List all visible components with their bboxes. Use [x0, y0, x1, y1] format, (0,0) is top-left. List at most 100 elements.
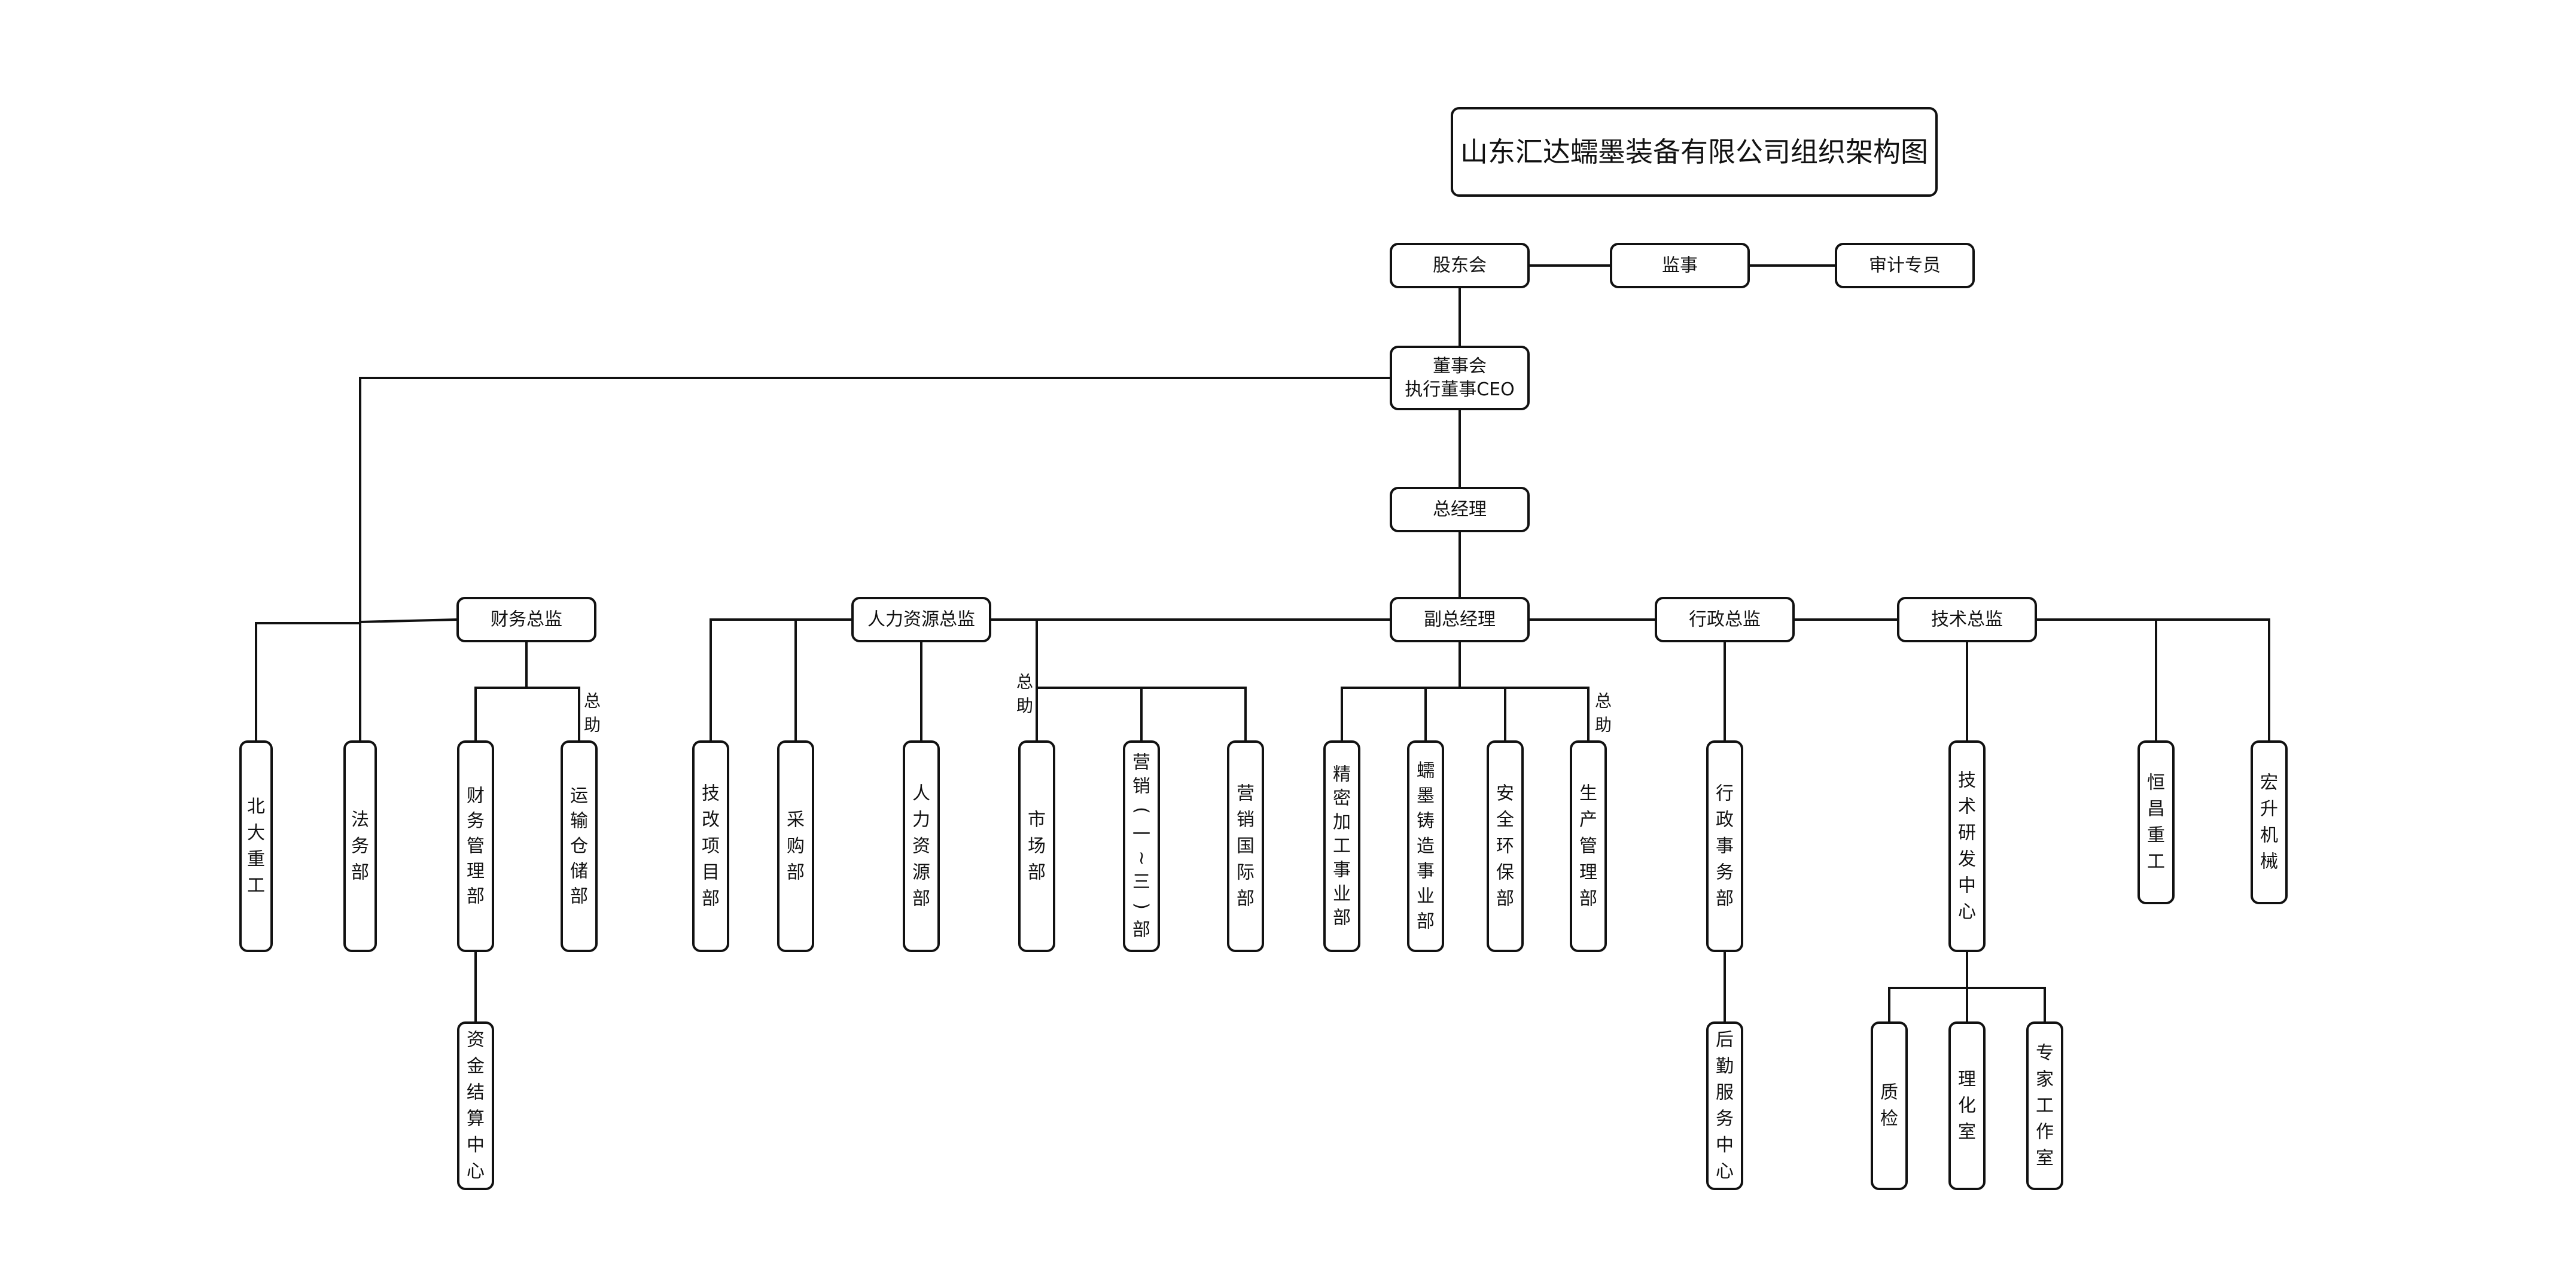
node-label: 审计专员	[1869, 255, 1941, 276]
node-label-char: 检	[1880, 1109, 1898, 1130]
node-label-char: 中	[1716, 1135, 1734, 1156]
node-label-char: 发	[1958, 849, 1976, 870]
node-box	[343, 740, 377, 952]
node-label-char: 部	[1333, 908, 1351, 929]
node-label-char: 购	[787, 836, 805, 857]
node-box	[1948, 740, 1986, 952]
node-label-char: 算	[467, 1109, 485, 1130]
node-label-char: 业	[1333, 884, 1351, 905]
node-label: 股东会	[1433, 255, 1487, 276]
node-gm: 总经理	[1390, 487, 1530, 532]
connector-line	[1341, 687, 1590, 742]
node-label-char: 专	[2036, 1043, 2054, 1064]
node-label-char: 行	[1716, 783, 1734, 804]
node-box	[457, 1021, 494, 1190]
node-label-char: 重	[247, 849, 265, 870]
connector-line	[710, 618, 852, 742]
node-label-char: 项	[702, 836, 720, 857]
connector-line	[1888, 987, 2046, 1023]
node-label-char: 务	[351, 836, 369, 857]
assistant-note-char: 助	[584, 715, 601, 735]
node-label-char: 销	[1237, 810, 1254, 831]
node-label-char: 部	[1716, 889, 1734, 910]
node-label-char: 事	[1417, 861, 1435, 882]
node-label-char: 造	[1417, 836, 1435, 857]
node-label-char: 业	[1417, 886, 1435, 907]
node-label-char: 储	[570, 861, 588, 882]
node-label-char: 部	[467, 886, 485, 907]
node-label-char: 化	[1958, 1096, 1976, 1117]
assistant-note-char: 总	[1016, 672, 1033, 692]
node-cfo: 财务总监	[456, 597, 596, 642]
node-box	[1706, 740, 1743, 952]
node-label-char: 技	[702, 783, 720, 804]
node-label-char: 结	[467, 1082, 485, 1103]
node-label-char: 工	[1333, 836, 1351, 857]
node-shareholders: 股东会	[1390, 243, 1530, 288]
node-label-char: 源	[912, 862, 930, 883]
node-box	[1323, 740, 1360, 952]
connector-line	[359, 377, 1391, 742]
node-label-char: 仓	[570, 836, 588, 857]
node-label-char: 财	[467, 786, 485, 807]
node-label-char: 质	[1880, 1082, 1898, 1103]
node-label-char: 部	[1417, 911, 1435, 932]
node-box	[456, 597, 596, 642]
node-label-char: 国	[1237, 836, 1254, 857]
node-box	[1390, 597, 1530, 642]
node-market: 市场部	[1018, 740, 1055, 952]
node-label-char: 务	[467, 811, 485, 832]
assistant-note-char: 助	[1595, 715, 1612, 735]
node-label-char: (	[1131, 807, 1152, 814]
node-box	[692, 740, 729, 952]
node-label-char: 一	[1132, 824, 1150, 845]
node-box	[1227, 740, 1264, 952]
node-label-char: 三	[1132, 872, 1150, 893]
node-tech_director: 技术总监	[1897, 597, 2037, 642]
node-label-char: 务	[1716, 862, 1734, 883]
node-label-char: 后	[1716, 1030, 1734, 1051]
node-label-char: 力	[912, 810, 930, 831]
node-box	[1610, 243, 1750, 288]
node-label-char: 室	[2036, 1148, 2054, 1169]
connector-line	[1037, 687, 1247, 742]
node-label-char: 家	[2036, 1069, 2054, 1090]
node-hr_director: 人力资源总监	[851, 597, 991, 642]
node-label-char: 输	[570, 811, 588, 832]
node-label-char: 北	[247, 797, 265, 818]
node-label-char: 作	[2036, 1122, 2054, 1143]
node-label-char: 研	[1958, 823, 1976, 844]
node-label-char: 政	[1716, 810, 1734, 831]
node-box	[851, 597, 991, 642]
node-lab: 理化室	[1948, 1021, 1986, 1190]
node-label-char: 理	[467, 861, 485, 882]
node-label-char: 恒	[2147, 773, 2165, 794]
node-label-char: 理	[1958, 1069, 1976, 1090]
node-label-char: 机	[2260, 825, 2278, 846]
connector-line	[360, 618, 458, 623]
node-label-char: 部	[787, 862, 805, 883]
node-box	[1390, 487, 1530, 532]
node-label-char: 勤	[1716, 1056, 1734, 1077]
node-label-char: 大	[247, 823, 265, 844]
node-box	[1655, 597, 1795, 642]
node-label-char: 术	[1958, 797, 1976, 818]
node-label: 执行董事CEO	[1405, 379, 1515, 400]
node-label-char: ~	[1131, 850, 1152, 865]
node-label-char: 人	[912, 783, 930, 804]
node-label-char: 加	[1333, 812, 1351, 833]
node-auditor: 审计专员	[1835, 243, 1975, 288]
node-label-char: 铸	[1417, 811, 1435, 832]
node-label-char: 事	[1333, 860, 1351, 881]
